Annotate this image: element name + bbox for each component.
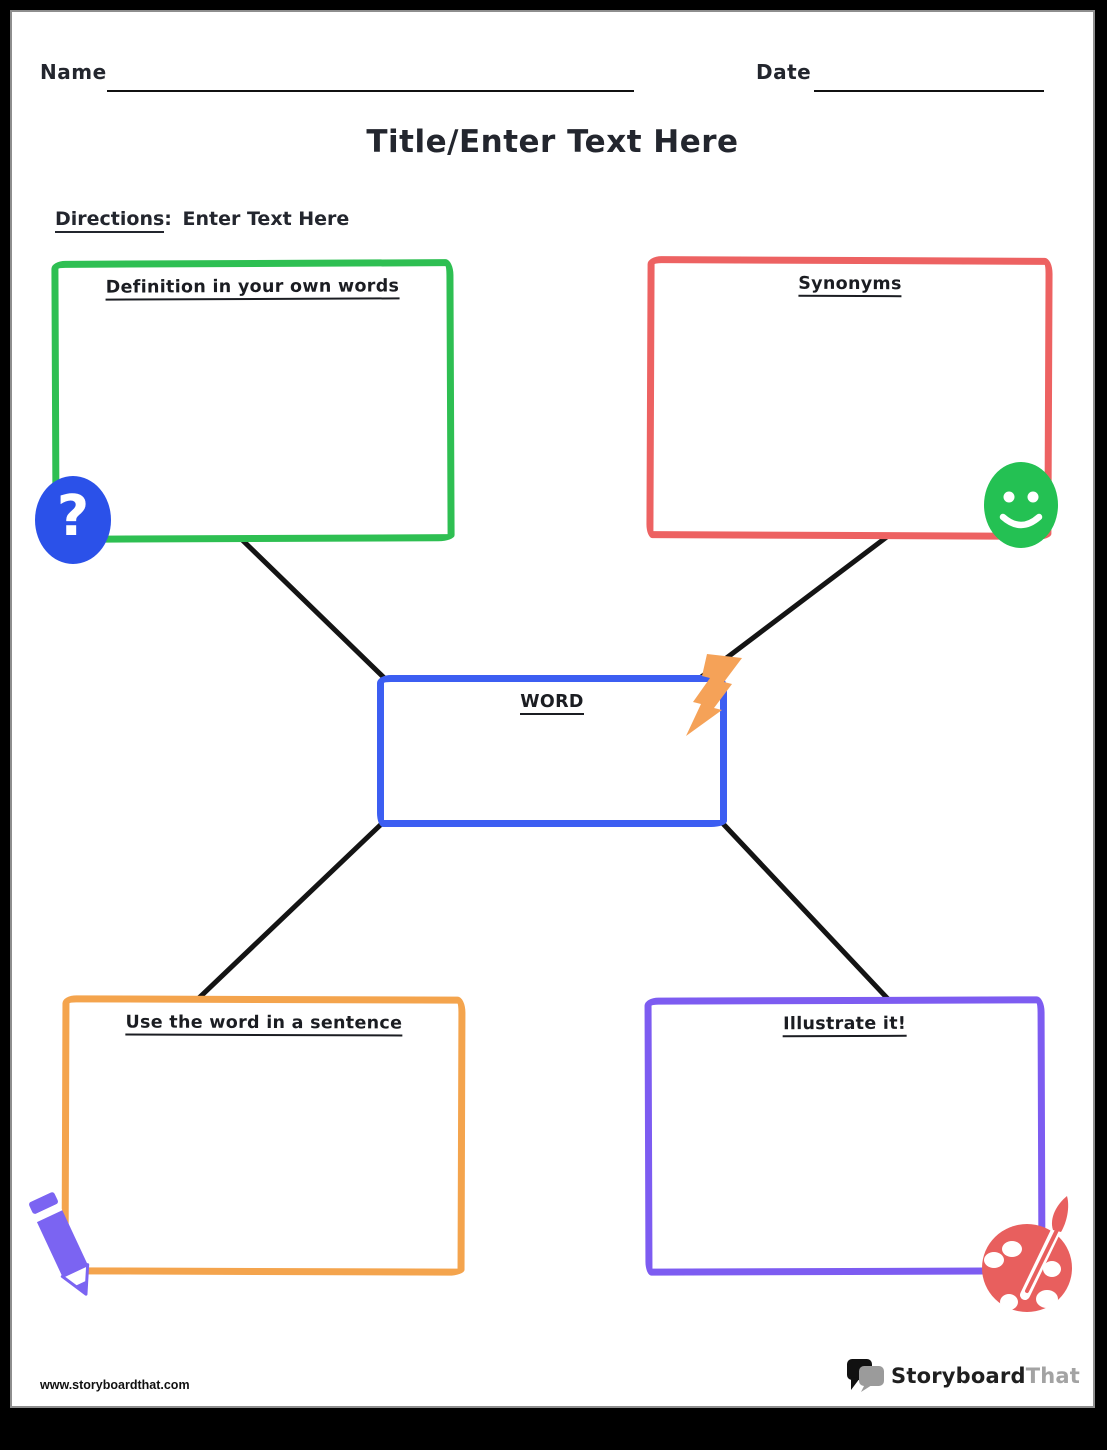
name-label: Name (40, 60, 107, 84)
logo-text: StoryboardThat (891, 1364, 1080, 1388)
footer-url: www.storyboardthat.com (40, 1378, 190, 1392)
worksheet-title: Title/Enter Text Here (366, 124, 739, 160)
directions: Directions: Enter Text Here (55, 208, 350, 233)
storyboardthat-logo: StoryboardThat (846, 1358, 1080, 1394)
worksheet-page: Name Date Title/Enter Text Here Directio… (10, 10, 1095, 1408)
definition-box-label: Definition in your own words (105, 276, 400, 301)
illustrate-box-label: Illustrate it! (783, 1013, 907, 1038)
logo-text-primary: Storyboard (891, 1364, 1026, 1388)
definition-box[interactable]: Definition in your own words (51, 259, 455, 543)
smiley-face-icon (984, 462, 1058, 548)
logo-speech-bubbles-icon (847, 1359, 885, 1392)
name-line[interactable] (107, 90, 634, 92)
sentence-box-label: Use the word in a sentence (125, 1012, 403, 1037)
word-box[interactable]: WORD (377, 675, 727, 827)
question-mark-icon: ? (35, 476, 111, 564)
directions-text: Enter Text Here (182, 208, 350, 230)
question-glyph: ? (56, 484, 90, 549)
connector-lines (177, 524, 907, 1019)
paint-palette-icon (982, 1196, 1072, 1312)
logo-text-secondary: That (1025, 1364, 1080, 1388)
directions-colon: : (164, 208, 172, 230)
date-line[interactable] (814, 90, 1044, 92)
lightning-bolt-icon (686, 654, 742, 736)
pencil-icon (29, 1192, 90, 1296)
date-label: Date (756, 60, 812, 84)
word-box-label: WORD (520, 692, 584, 715)
synonyms-box-label: Synonyms (798, 273, 902, 298)
directions-label: Directions (55, 208, 165, 233)
sentence-box[interactable]: Use the word in a sentence (61, 995, 466, 1276)
